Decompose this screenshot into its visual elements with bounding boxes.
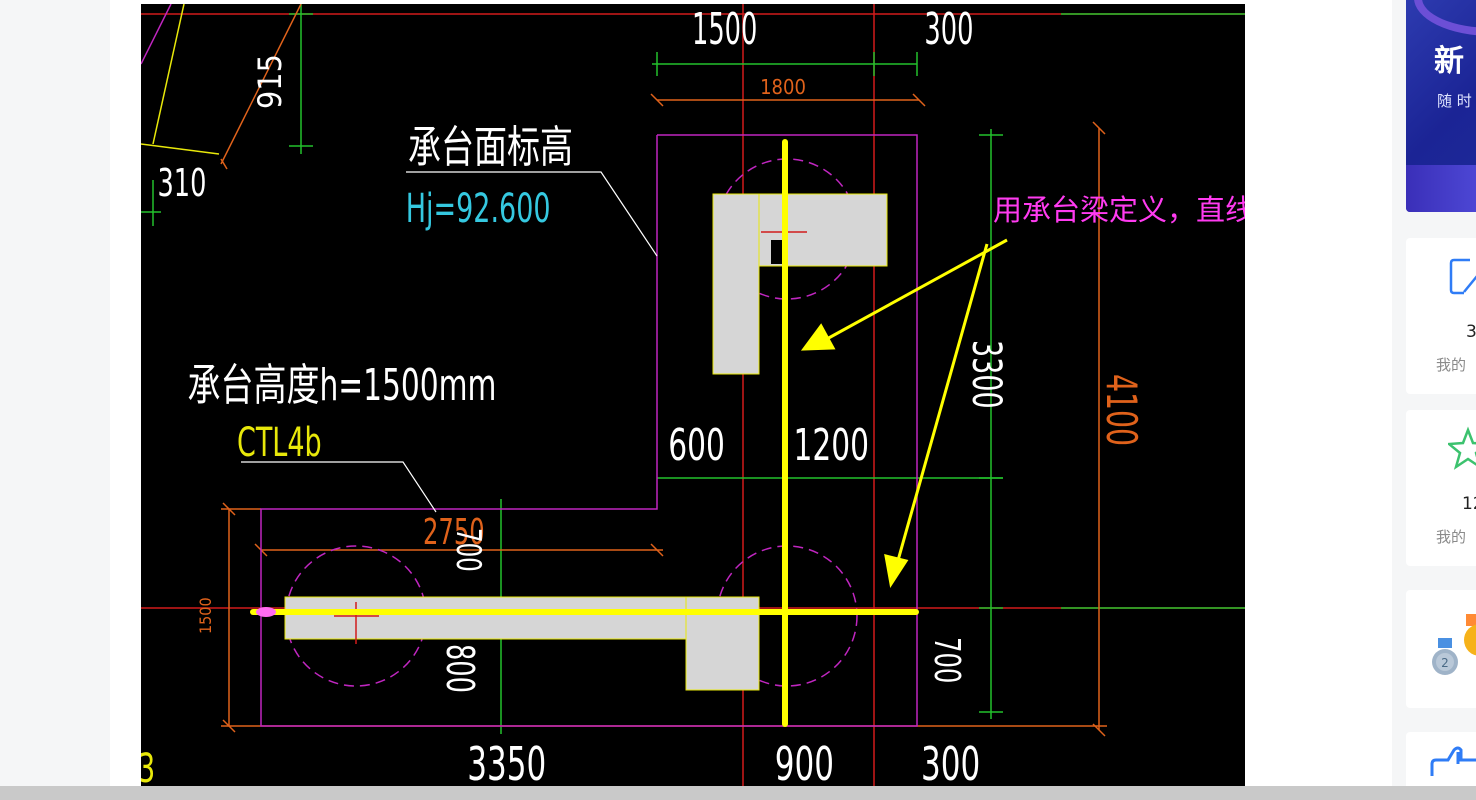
star-icon: [1445, 426, 1476, 474]
dim-1200: 1200: [794, 420, 870, 471]
promo-banner[interactable]: 新 随 时: [1406, 0, 1476, 212]
dim-915: 915: [251, 54, 289, 109]
thumb-icon: [1428, 746, 1476, 790]
ranking-card[interactable]: 2: [1406, 590, 1476, 708]
dim-1800: 1800: [760, 75, 806, 99]
edit-icon: [1448, 256, 1476, 304]
label-cap-height: 承台高度h=1500mm: [188, 360, 497, 411]
my-answers-card[interactable]: 3 我的: [1406, 238, 1476, 394]
dim-bottom-900: 900: [775, 737, 834, 786]
label-elev-value: Hj=92.600: [406, 186, 551, 232]
green-dimension-lines: [141, 4, 1245, 734]
dim-800: 800: [438, 644, 482, 693]
cad-drawing-svg: 1500 300 1800 915 310 承台面标高 Hj=92.600 承台…: [141, 4, 1245, 786]
drawn-beam-lines: [250, 139, 919, 727]
dim-4100: 4100: [1097, 374, 1146, 446]
white-leaders: [241, 171, 658, 513]
dim-top-300: 300: [924, 4, 973, 55]
dim-2750: 2750: [423, 510, 485, 553]
beam-notch: [771, 240, 785, 264]
callout-arrows: [800, 238, 1008, 588]
yellow-thin-lines: [141, 4, 220, 155]
label-ctl4b: CTL4b: [237, 420, 322, 466]
dim-700-right: 700: [926, 637, 969, 683]
my-answers-count: 3: [1466, 322, 1476, 342]
medal-icon: 2: [1426, 608, 1476, 682]
my-favorites-label: 我的: [1436, 528, 1467, 546]
dim-600: 600: [668, 420, 725, 471]
dim-1500-side: 1500: [196, 597, 215, 634]
edge-number: 3: [141, 746, 155, 786]
callout-text: 用承台梁定义，直线绘制: [993, 193, 1245, 227]
likes-card[interactable]: [1406, 732, 1476, 792]
cad-drawing-image: 1500 300 1800 915 310 承台面标高 Hj=92.600 承台…: [141, 4, 1245, 786]
svg-text:2: 2: [1441, 656, 1449, 670]
banner-bar-decoration: [1406, 165, 1476, 212]
dim-top-1500: 1500: [692, 4, 757, 55]
my-favorites-count: 12: [1462, 494, 1476, 514]
dim-3300: 3300: [963, 340, 1009, 409]
my-answers-label: 我的: [1436, 356, 1467, 374]
dim-bottom-300: 300: [921, 737, 980, 786]
banner-subtitle: 随 时: [1437, 92, 1472, 110]
start-point-marker: [256, 607, 276, 617]
dim-bottom-3350: 3350: [467, 737, 546, 786]
right-sidebar: 新 随 时 3 我的 12 我的 2: [1392, 0, 1476, 800]
my-favorites-card[interactable]: 12 我的: [1406, 410, 1476, 566]
horizontal-scrollbar[interactable]: [0, 786, 1476, 800]
banner-title: 新: [1434, 44, 1464, 79]
dim-310: 310: [158, 161, 207, 205]
banner-ring-decoration: [1414, 0, 1476, 36]
label-elev-title: 承台面标高: [408, 122, 573, 173]
dim-700-mid: 700: [448, 528, 488, 572]
